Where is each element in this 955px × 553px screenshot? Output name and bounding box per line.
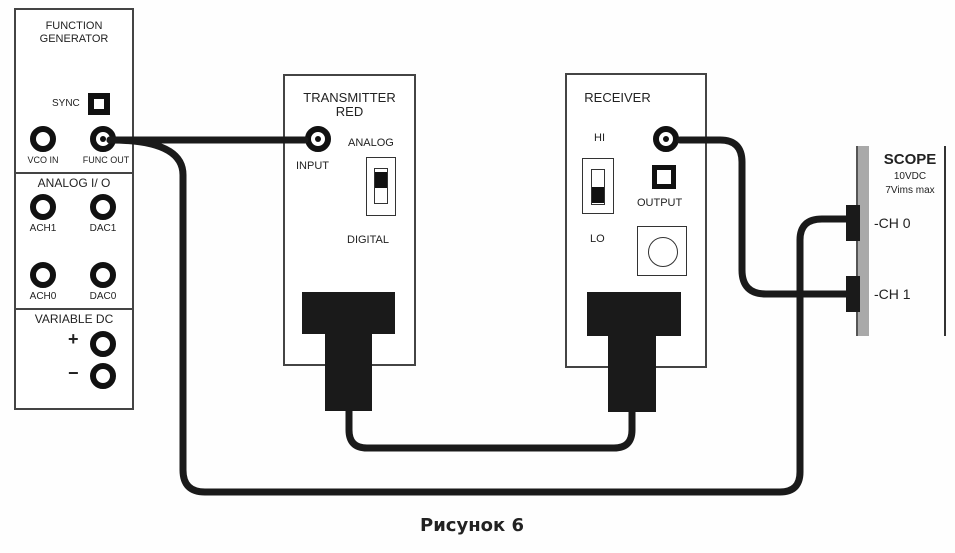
- divider-analog-io: [14, 172, 134, 174]
- hi-lo-switch[interactable]: [582, 158, 614, 214]
- receiver-connector: [587, 292, 681, 336]
- ach0-jack[interactable]: [30, 262, 56, 288]
- transmitter-title-line2: RED: [335, 104, 364, 119]
- transmitter-connector: [302, 292, 395, 334]
- receiver-knob[interactable]: [637, 226, 687, 276]
- output-label: OUTPUT: [637, 197, 683, 209]
- transmitter-input-label: INPUT: [296, 160, 329, 172]
- dac1-label: DAC1: [89, 223, 117, 234]
- vco-in-jack[interactable]: [30, 126, 56, 152]
- cable-func-out-to-ch0: [106, 136, 856, 496]
- sync-button[interactable]: [88, 93, 110, 115]
- ach1-jack[interactable]: [30, 194, 56, 220]
- ch1-label: -CH 1: [874, 286, 911, 302]
- ch0-connector: [846, 205, 860, 241]
- dac0-label: DAC0: [89, 291, 117, 302]
- function-generator-title-line1: FUNCTION: [45, 20, 103, 32]
- digital-label: DIGITAL: [347, 234, 389, 246]
- cable-receiver-output-to-ch1: [676, 136, 856, 298]
- lo-label: LO: [590, 233, 605, 245]
- receiver-title: RECEIVER: [584, 90, 651, 105]
- hi-label: HI: [594, 132, 605, 144]
- vco-in-label: VCO IN: [27, 155, 59, 165]
- sync-label: SYNC: [52, 98, 80, 109]
- scope-title: SCOPE: [883, 151, 937, 168]
- ach1-label: ACH1: [29, 223, 57, 234]
- plus-label: +: [68, 329, 79, 349]
- dac0-jack[interactable]: [90, 262, 116, 288]
- dac1-jack[interactable]: [90, 194, 116, 220]
- minus-jack[interactable]: [90, 363, 116, 389]
- func-out-label: FUNC OUT: [82, 155, 130, 165]
- receiver-output-indicator: [652, 165, 676, 189]
- divider-variable-dc: [14, 308, 134, 310]
- ch0-label: -CH 0: [874, 215, 911, 231]
- analog-digital-switch[interactable]: [366, 157, 396, 216]
- minus-label: −: [68, 363, 79, 383]
- figure-caption: Рисунок 6: [420, 515, 525, 536]
- analog-io-title: ANALOG I/ O: [37, 176, 111, 190]
- function-generator-title-line2: GENERATOR: [39, 33, 109, 45]
- analog-label: ANALOG: [348, 137, 394, 149]
- ch1-connector: [846, 276, 860, 312]
- analog-digital-switch-knob: [375, 172, 387, 188]
- func-out-jack[interactable]: [90, 126, 116, 152]
- ach0-label: ACH0: [29, 291, 57, 302]
- transmitter-title-line1: TRANSMITTER: [303, 90, 396, 105]
- receiver-output-jack[interactable]: [653, 126, 679, 152]
- scope-spec-line1: 10VDC: [893, 171, 927, 182]
- variable-dc-title: VARIABLE DC: [34, 312, 114, 326]
- transmitter-connector-neck: [325, 333, 372, 411]
- scope-spec-line2: 7Vims max: [885, 185, 935, 196]
- transmitter-input-jack[interactable]: [305, 126, 331, 152]
- plus-jack[interactable]: [90, 331, 116, 357]
- scope-side-line: [944, 146, 946, 336]
- receiver-connector-neck: [608, 334, 656, 412]
- hi-lo-switch-knob: [592, 187, 604, 203]
- cable-transmitter-to-receiver: [345, 406, 636, 452]
